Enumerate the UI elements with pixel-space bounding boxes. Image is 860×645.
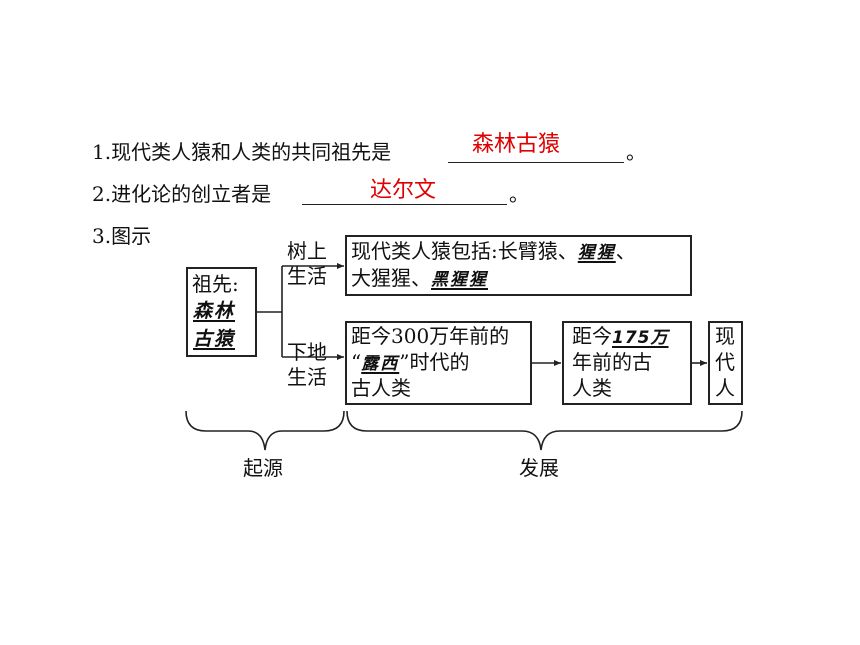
question-2: 2.进化论的创立者是 [92,182,271,206]
apes-line2-text: 大猩猩、 [351,266,431,290]
origin-brace [185,410,345,451]
answer-blank-1[interactable] [448,162,624,163]
apes-line2-fill: 黑猩猩 [431,270,488,290]
question-1-suffix: 。 [626,140,646,164]
development-label: 发展 [519,456,559,480]
human2-fill: 175万 [612,328,669,348]
ancestor-prefix: 祖先: [192,272,239,296]
branch-lower-line2: 生活 [287,365,327,389]
question-1-text: 现代类人猿和人类的共同祖先是 [111,140,392,164]
modern-line1: 现 [715,324,735,348]
question-3-text: 图示 [111,224,152,248]
ancient-human-box-1 [345,321,532,405]
answer-blank-2[interactable] [302,204,507,205]
human2-line2: 年前的古 [572,350,652,374]
development-brace [346,410,743,451]
human1-line1: 距今300万年前的 [351,324,510,348]
ancestor-box [186,267,257,357]
human1-quote-close: ” [399,350,410,374]
question-2-number: 2. [92,182,112,206]
apes-line1-text: 现代类人猿包括:长臂猿、 [351,239,578,263]
question-2-text: 进化论的创立者是 [111,182,272,206]
human1-line3: 古人类 [351,376,411,400]
modern-line3: 人 [715,376,735,400]
apes-line1-end: 、 [615,239,636,263]
answer-2: 达尔文 [370,178,437,203]
apes-line1: 现代类人猿包括:长臂猿、猩猩、 [351,239,636,266]
human2-line1: 距今175万 [572,324,669,351]
ancestor-fill-line1: 森林 [193,300,236,322]
question-3: 3.图示 [92,224,151,248]
apes-box [345,235,692,296]
ancestor-fill-line2: 古猿 [193,328,236,350]
human1-fill: 露西 [361,354,400,374]
human2-line3: 人类 [572,376,612,400]
apes-line1-fill: 猩猩 [577,243,616,263]
human1-line2-after: 时代的 [409,350,470,374]
branch-upper-line2: 生活 [287,264,327,288]
modern-human-box [708,321,743,405]
apes-line2: 大猩猩、黑猩猩 [351,266,488,293]
origin-label: 起源 [243,456,283,480]
answer-1: 森林古猿 [472,132,561,157]
human1-line2: “露西”时代的 [351,350,469,377]
question-3-number: 3. [92,224,112,248]
human2-line1-text: 距今 [572,324,612,348]
human1-quote-open: “ [351,350,362,374]
ancient-human-box-2 [562,321,692,405]
branch-upper-line1: 树上 [287,239,327,263]
question-2-suffix: 。 [509,182,529,206]
branch-lower-line1: 下地 [287,340,327,364]
question-1-number: 1. [92,140,112,164]
question-1: 1.现代类人猿和人类的共同祖先是 [92,140,391,164]
modern-line2: 代 [715,350,735,374]
